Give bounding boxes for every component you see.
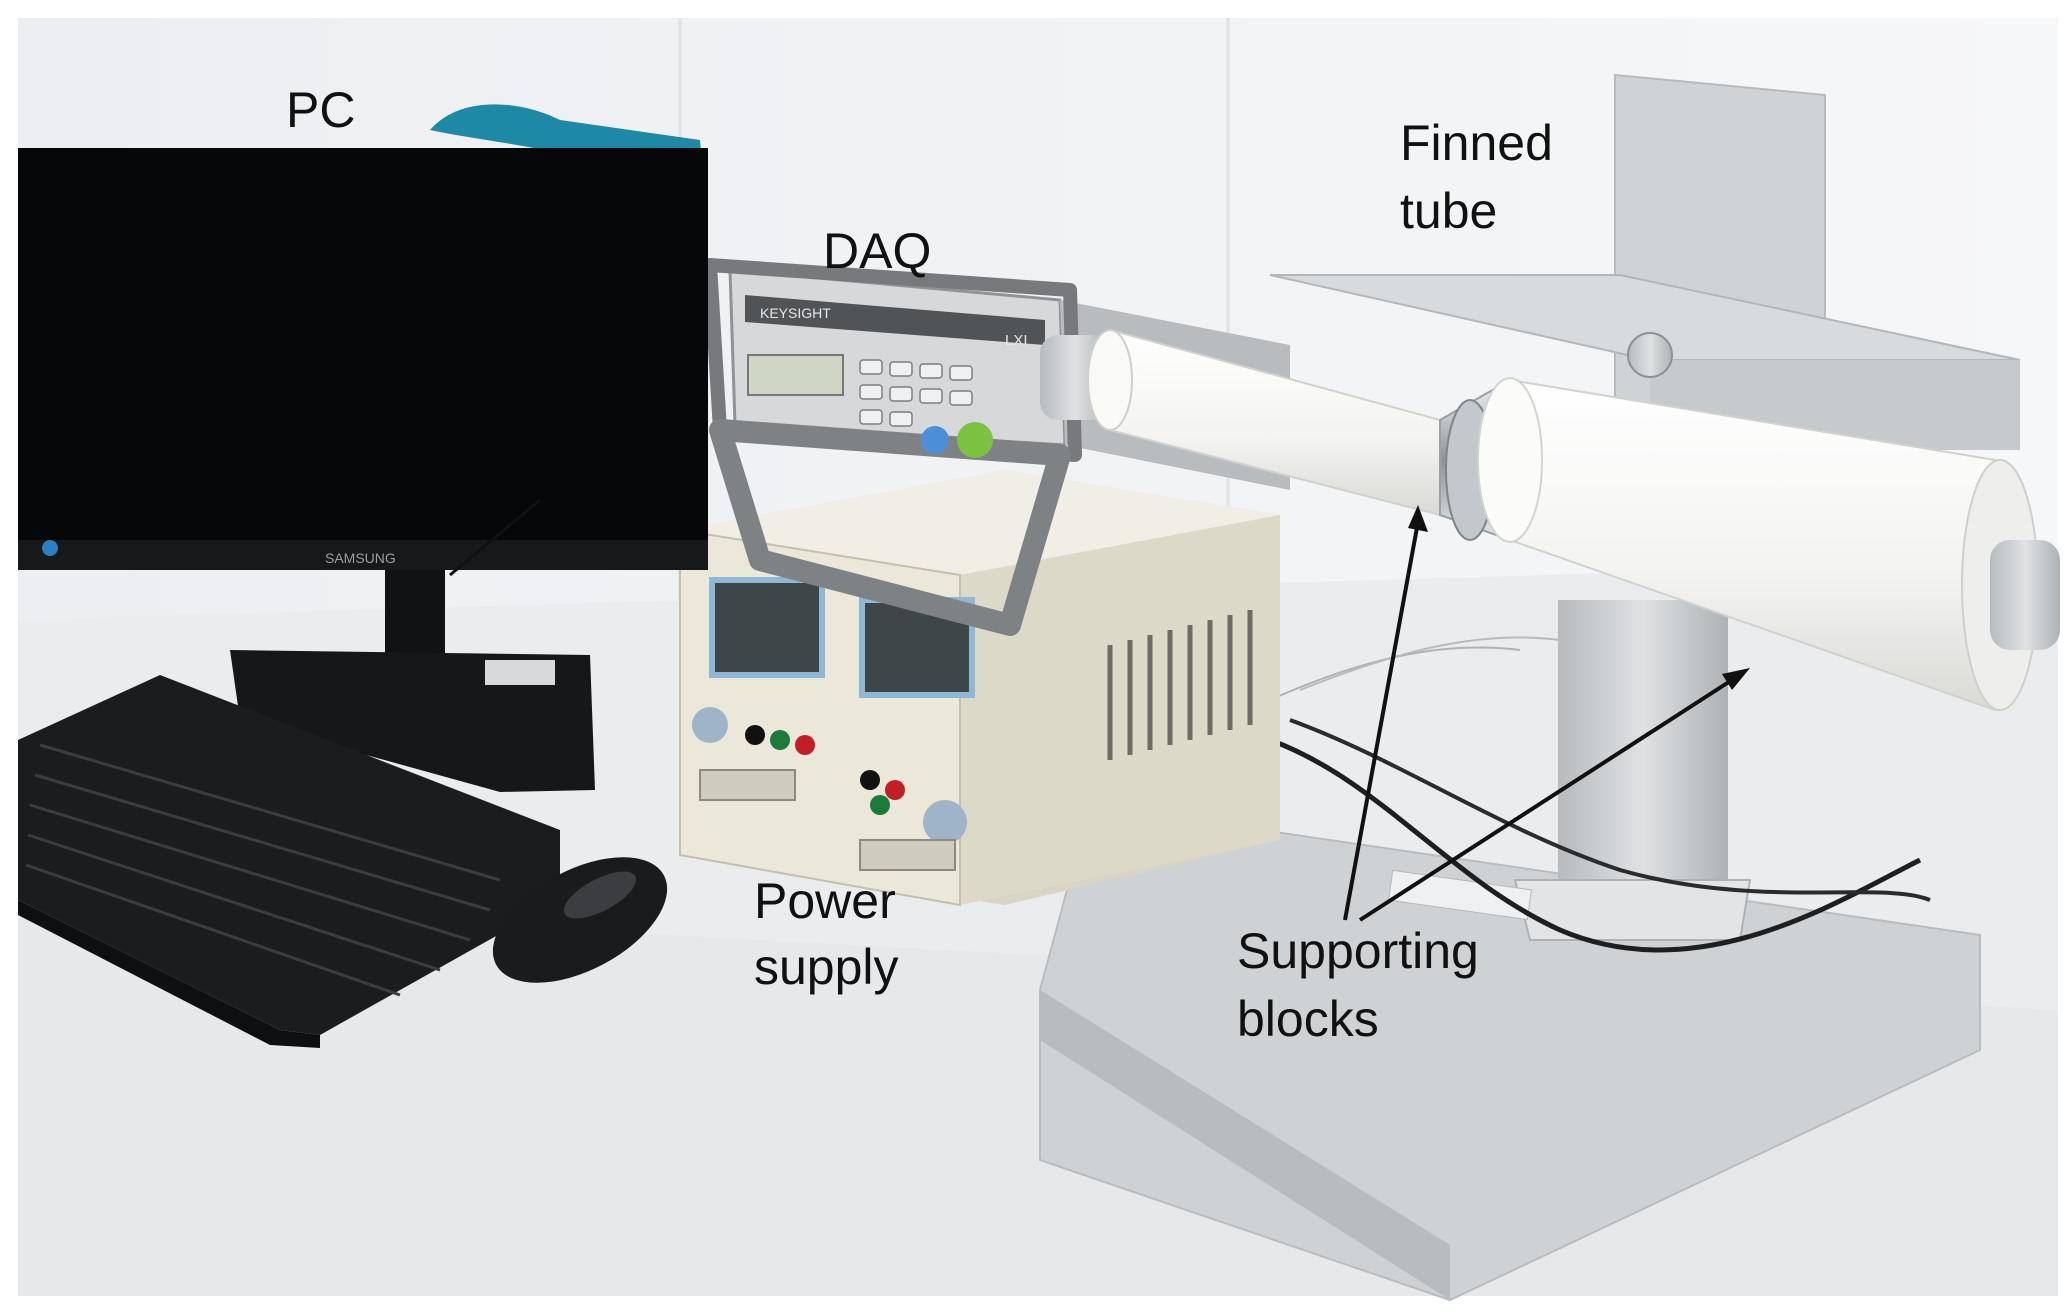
label-supporting-blocks-line2: blocks — [1237, 991, 1379, 1047]
annotation-arrows — [449, 498, 1750, 922]
label-finned-tube-line2: tube — [1400, 183, 1497, 239]
daq-knob — [957, 422, 993, 458]
mouse — [492, 857, 668, 983]
monitor-base — [230, 650, 595, 792]
power-supply-knob-right — [923, 800, 967, 844]
label-power-supply-line2: supply — [754, 939, 899, 995]
label-pc: PC — [286, 82, 355, 138]
label-finned-tube-line1: Finned — [1400, 115, 1553, 171]
power-supply-knob-left — [692, 707, 728, 743]
power-supply-display-left — [709, 577, 825, 678]
daq-display — [747, 354, 844, 396]
finned-tube-assembly — [1040, 328, 2060, 712]
label-daq: DAQ — [823, 223, 931, 279]
keyboard — [18, 675, 560, 1048]
power-supply-vents — [1107, 610, 1253, 760]
daq-badge: LXI — [1005, 332, 1028, 349]
daq-keypad — [859, 359, 973, 427]
monitor: SAMSUNG — [18, 104, 708, 792]
label-power-supply-line1: Power — [754, 873, 896, 929]
label-supporting-blocks-line1: Supporting — [1237, 923, 1479, 979]
daq-brand-label: KEYSIGHT — [760, 305, 831, 321]
monitor-screen — [18, 148, 708, 558]
power-supply — [679, 470, 1280, 907]
monitor-brand-label: SAMSUNG — [325, 550, 396, 566]
